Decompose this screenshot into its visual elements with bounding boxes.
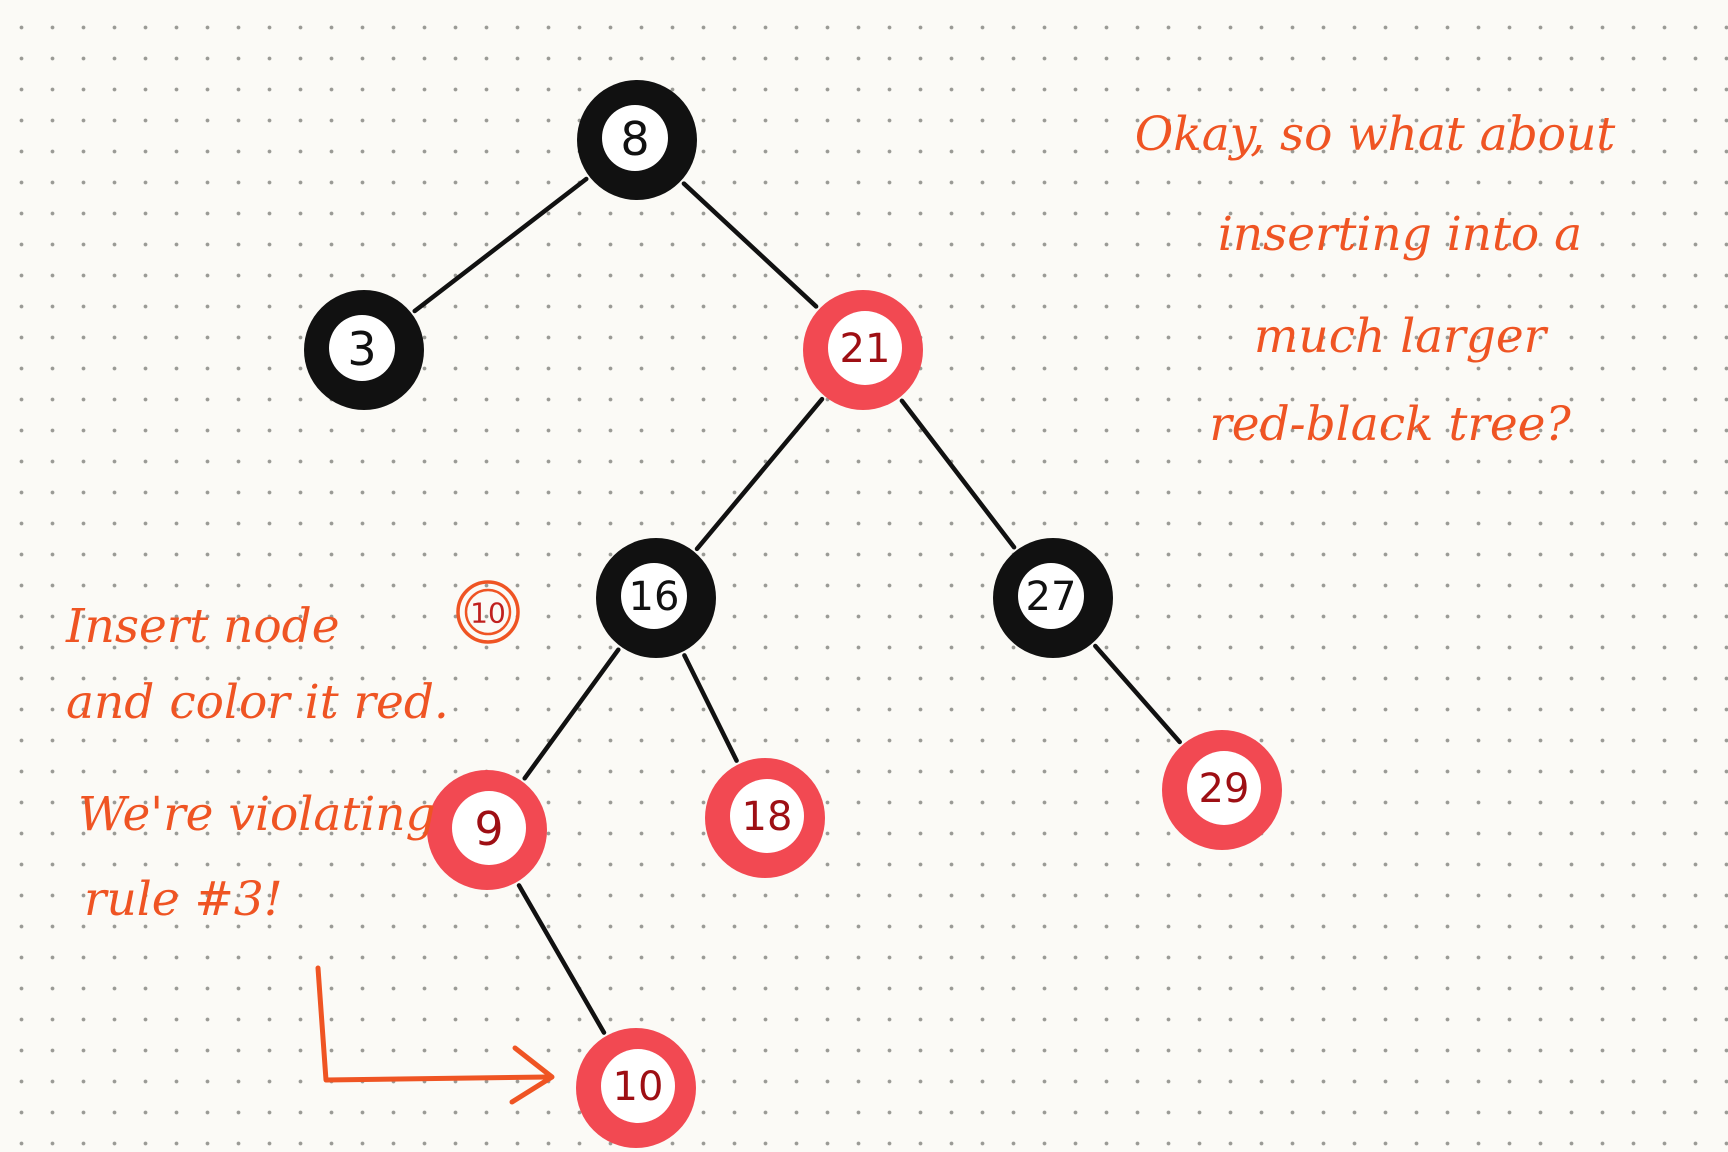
edge-27-29 <box>1093 643 1182 745</box>
node-8-label: 8 <box>620 112 649 166</box>
node-18-label: 18 <box>742 794 793 840</box>
edge-8-21 <box>681 181 819 309</box>
insert-annotation: Insert node 10 and color it red. <box>65 580 520 730</box>
edge-21-27 <box>899 398 1017 550</box>
node-27: 27 <box>993 538 1113 658</box>
violation-annotation: We're violating rule #3! <box>78 787 436 927</box>
arrow-head-icon <box>509 1045 555 1105</box>
node-21-label: 21 <box>840 326 891 372</box>
question-annotation: Okay, so what about inserting into a muc… <box>1135 107 1616 452</box>
node-21-center <box>828 311 902 385</box>
question-line-2: inserting into a <box>1218 207 1582 262</box>
node-29-center <box>1187 751 1261 825</box>
node-18-center <box>730 779 804 853</box>
node-10: 10 <box>576 1028 696 1148</box>
node-8: 8 <box>577 80 697 200</box>
node-3-center <box>329 315 395 381</box>
inline-node-label: 10 <box>470 597 506 630</box>
node-16: 16 <box>596 538 716 658</box>
edge-8-3 <box>412 176 589 314</box>
node-10-center <box>601 1049 675 1123</box>
node-9-center <box>452 791 526 865</box>
node-27-label: 27 <box>1026 574 1077 620</box>
question-line-3: much larger <box>1254 309 1549 364</box>
tree-edges <box>412 176 1182 1035</box>
arrow-shaft <box>315 965 551 1083</box>
inline-node-10: 10 <box>456 580 520 644</box>
node-8-center <box>602 105 668 171</box>
node-9: 9 <box>427 770 547 890</box>
edge-16-9 <box>522 647 621 781</box>
inline-node-inner-ring <box>464 588 512 636</box>
insert-line-2: and color it red. <box>66 675 449 730</box>
violation-line-1: We're violating <box>78 787 436 842</box>
insert-line-1: Insert node <box>65 599 340 654</box>
node-16-label: 16 <box>629 574 680 620</box>
question-line-1: Okay, so what about <box>1135 107 1616 162</box>
node-29: 29 <box>1162 730 1282 850</box>
inline-node-ring <box>456 580 520 644</box>
edge-9-10 <box>516 883 607 1035</box>
node-9-label: 9 <box>474 802 503 856</box>
node-27-center <box>1018 563 1084 629</box>
node-10-label: 10 <box>613 1064 664 1110</box>
node-3: 3 <box>304 290 424 410</box>
edge-16-18 <box>682 653 739 763</box>
pointer-arrow <box>315 965 555 1105</box>
node-21: 21 <box>803 290 923 410</box>
tree-nodes: 8 3 21 16 27 9 18 29 10 <box>304 80 1282 1148</box>
node-16-center <box>621 563 687 629</box>
node-18: 18 <box>705 758 825 878</box>
edge-21-16 <box>694 396 825 552</box>
question-line-4: red-black tree? <box>1209 397 1571 452</box>
node-29-label: 29 <box>1199 766 1250 812</box>
violation-line-2: rule #3! <box>84 872 283 927</box>
node-3-label: 3 <box>347 322 376 376</box>
